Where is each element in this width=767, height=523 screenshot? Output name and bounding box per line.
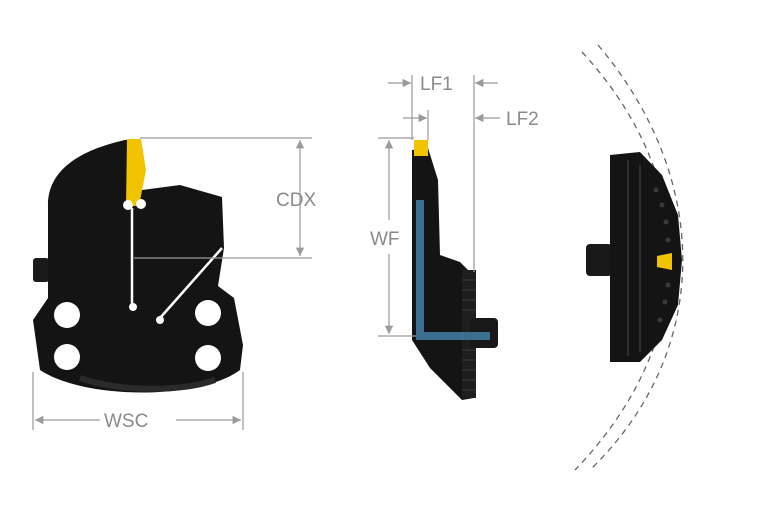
holder-body xyxy=(33,140,243,393)
screw-hole-top-left xyxy=(54,302,80,328)
edge-view xyxy=(574,44,684,471)
screw-hole-bottom-left xyxy=(54,344,80,370)
blade xyxy=(416,200,490,340)
wf-label: WF xyxy=(370,229,400,250)
screw-hole-bottom-right xyxy=(195,345,221,371)
front-view: CDX WSC xyxy=(32,137,316,432)
side-insert xyxy=(414,140,428,156)
lf2-label: LF2 xyxy=(506,109,539,130)
workpiece-arc-inner xyxy=(591,44,684,469)
coolant-port-4 xyxy=(156,316,164,324)
side-stub xyxy=(33,258,49,282)
wsc-label: WSC xyxy=(104,411,148,432)
coolant-port-3 xyxy=(129,303,137,311)
edge-shaft xyxy=(586,244,612,276)
edge-insert xyxy=(657,253,672,270)
bottom-shade xyxy=(79,375,216,392)
cutting-insert xyxy=(126,139,146,206)
coolant-port xyxy=(123,200,133,210)
coolant-port-2 xyxy=(136,199,146,209)
cdx-label: CDX xyxy=(276,190,316,211)
lf1-label: LF1 xyxy=(420,74,453,95)
side-view: LF1 LF2 WF xyxy=(370,74,539,400)
coolant-line-diagonal xyxy=(159,247,223,319)
screw-hole-top-right xyxy=(195,300,221,326)
